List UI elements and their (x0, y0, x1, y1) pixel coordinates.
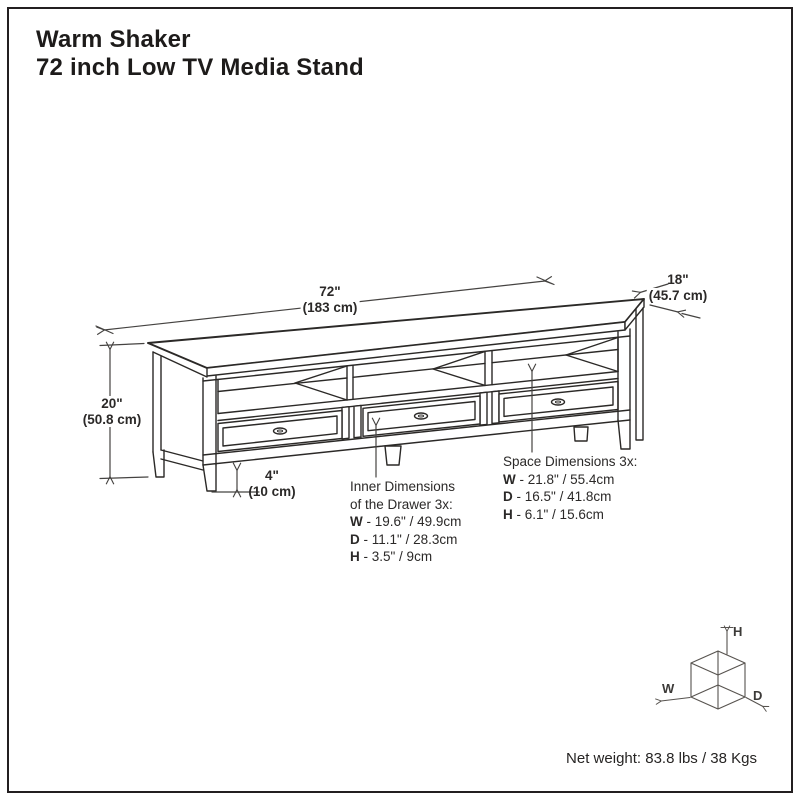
stand-top-surface (147, 298, 645, 377)
product-name: Warm Shaker (36, 26, 191, 53)
axis-cube-icon (655, 625, 770, 712)
drawer-2 (362, 395, 481, 437)
drawer-dimension-row: W - 19.6" / 49.9cm (350, 514, 462, 529)
space-dimension-row: W - 21.8" / 55.4cm (503, 471, 615, 487)
stand-drawer-row (217, 380, 619, 453)
cube-depth-axis-label: D (753, 688, 763, 703)
net-weight-label: Net weight: 83.8 lbs / 38 Kgs (566, 750, 757, 767)
cube-width-axis-label: W (662, 681, 675, 696)
cube-width-axis (655, 696, 691, 705)
stand-left-side-panel (152, 351, 217, 492)
space-dimensions-heading: Space Dimensions 3x: (503, 454, 638, 469)
depth-dimension-label: 18" (45.7 cm) (646, 272, 710, 303)
drawer-2-handle (413, 412, 429, 420)
cube-depth-axis (745, 696, 770, 712)
shelf-divider-2 (484, 350, 493, 387)
cube-height-axis-label: H (733, 624, 743, 639)
space-dimensions-block: Space Dimensions 3x: W - 21.8" / 55.4cm … (503, 453, 637, 523)
product-description: 72 inch Low TV Media Stand (36, 54, 364, 81)
drawer-3-handle (550, 398, 566, 406)
width-dimension-label: 72" (183 cm) (300, 284, 360, 315)
drawer-1 (217, 409, 343, 453)
space-dimension-row: D - 16.5" / 41.8cm (503, 489, 612, 504)
center-foot (384, 445, 402, 466)
drawer-dimensions-heading2: of the Drawer 3x: (350, 496, 453, 512)
drawer-dimensions-block: Inner Dimensions of the Drawer 3x: W - 1… (350, 478, 461, 566)
clearance-dimension-label: 4" (10 cm) (248, 468, 296, 499)
space-dimension-row: H - 6.1" / 15.6cm (503, 506, 604, 522)
shelf-divider-1 (346, 364, 354, 401)
height-dimension-label: 20" (50.8 cm) (80, 396, 144, 427)
drawer-dimensions-heading: Inner Dimensions (350, 479, 456, 494)
drawer-dimension-row: D - 11.1" / 28.3cm (350, 531, 458, 547)
rear-foot (573, 426, 589, 442)
drawer-3 (498, 380, 619, 423)
drawer-dimension-row: H - 3.5" / 9cm (350, 549, 433, 564)
page-title: Warm Shaker 72 inch Low TV Media Stand (36, 26, 364, 82)
stand-base (202, 307, 644, 466)
depth-dimension-line-lower (649, 304, 687, 318)
drawer-1-handle (272, 427, 288, 435)
